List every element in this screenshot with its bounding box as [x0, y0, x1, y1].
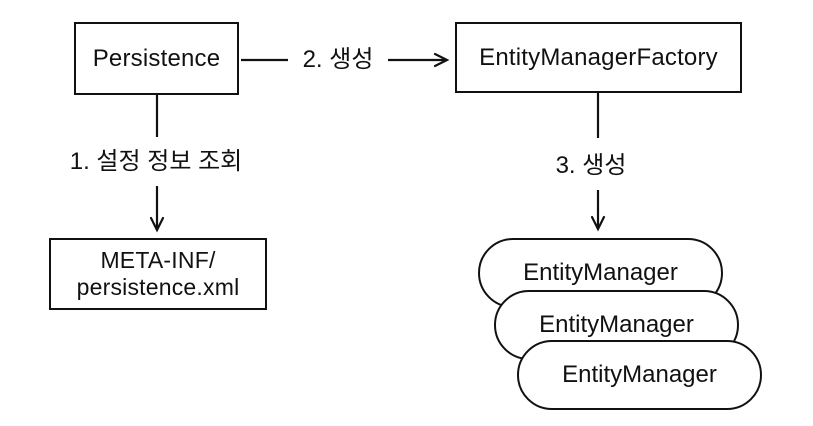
step2-edge-label: 2. 생성 [288, 45, 388, 75]
entity-manager-label: EntityManager [523, 259, 678, 286]
entity-manager-pill: EntityManager [517, 340, 762, 410]
entity-manager-label: EntityManager [539, 311, 694, 338]
meta-inf-label-line1: META-INF/ [100, 247, 216, 273]
step3-edge-label: 3. 생성 [541, 151, 641, 181]
meta-inf-label-line2: persistence.xml [76, 274, 240, 300]
persistence-box: Persistence [74, 22, 239, 95]
entity-manager-factory-box: EntityManagerFactory [455, 22, 742, 93]
step1-edge-label: 1. 설정 정보 조회 [40, 147, 272, 177]
meta-inf-persistence-xml-box: META-INF/ persistence.xml [49, 238, 267, 310]
entity-manager-factory-label: EntityManagerFactory [479, 43, 718, 71]
entity-manager-label: EntityManager [562, 361, 717, 388]
persistence-label: Persistence [92, 44, 221, 72]
